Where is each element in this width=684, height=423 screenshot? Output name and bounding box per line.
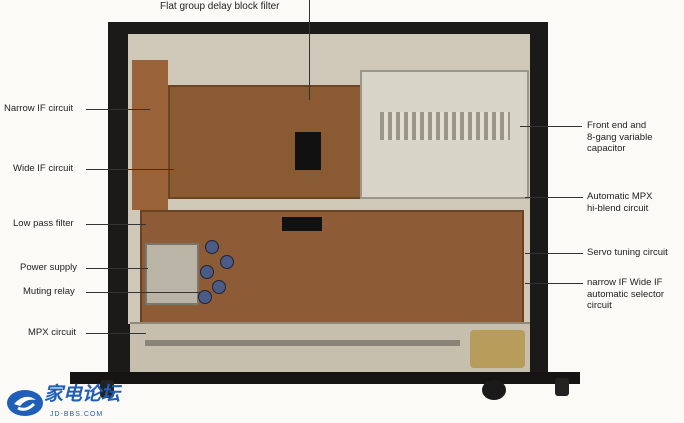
if-circuit-board — [168, 85, 362, 199]
tuning-motor — [470, 330, 525, 368]
handle — [555, 378, 569, 396]
label-line: hi-blend circuit — [587, 202, 649, 214]
tuning-knob — [482, 380, 506, 400]
capacitor-gangs — [380, 112, 510, 140]
label-line: Front end and — [587, 120, 647, 131]
label-line: capacitor — [587, 143, 626, 154]
label-mpx: MPX circuit — [28, 327, 77, 338]
label-low-pass: Low pass filter — [13, 218, 74, 229]
block-filter — [295, 132, 321, 170]
leader-line — [309, 0, 310, 100]
capacitor — [205, 240, 219, 254]
capacitor — [212, 280, 226, 294]
leader-line — [86, 224, 146, 225]
watermark-text: 家电论坛 — [44, 384, 121, 405]
front-bezel — [70, 372, 580, 384]
front-panel — [130, 322, 530, 372]
leader-line — [86, 169, 174, 170]
leader-line — [86, 268, 148, 269]
dial-slot — [145, 340, 460, 346]
label-wide-if: Wide IF circuit — [13, 163, 74, 174]
leader-line — [525, 197, 583, 198]
handle — [100, 380, 114, 398]
label-if-selector: narrow IF Wide IF automatic selector cir… — [587, 277, 664, 312]
capacitor — [220, 255, 234, 269]
ic-chip — [282, 217, 322, 231]
label-muting-relay: Muting relay — [23, 286, 75, 297]
label-servo-tuning: Servo tuning circuit — [587, 247, 668, 259]
label-front-end: Front end and 8-gang variable capacitor — [587, 120, 653, 155]
power-transformer — [145, 243, 199, 305]
label-line: automatic selector — [587, 288, 665, 300]
leader-line — [525, 283, 583, 284]
capacitor — [200, 265, 214, 279]
front-end-variable-capacitor — [360, 70, 529, 199]
narrow-if-board — [132, 60, 168, 210]
label-line: circuit — [587, 300, 612, 311]
label-power-supply: Power supply — [20, 262, 78, 273]
label-line: Servo tuning circuit — [587, 247, 668, 258]
jd-bbs-logo-icon — [7, 390, 43, 416]
leader-line — [86, 109, 150, 110]
label-line: Automatic MPX — [587, 191, 653, 202]
leader-line — [86, 333, 146, 334]
leader-line — [86, 292, 201, 293]
label-narrow-if: Narrow IF circuit — [4, 103, 74, 114]
leader-line — [520, 126, 582, 127]
label-automatic-mpx: Automatic MPX hi-blend circuit — [587, 191, 652, 214]
leader-line — [525, 253, 583, 254]
capacitor — [198, 290, 212, 304]
label-flat-group-delay: Flat group delay block filter — [160, 1, 280, 12]
label-line: narrow IF Wide IF — [587, 277, 663, 288]
watermark-url: JD-BBS.COM — [50, 411, 104, 418]
label-line: 8-gang variable — [587, 131, 653, 143]
